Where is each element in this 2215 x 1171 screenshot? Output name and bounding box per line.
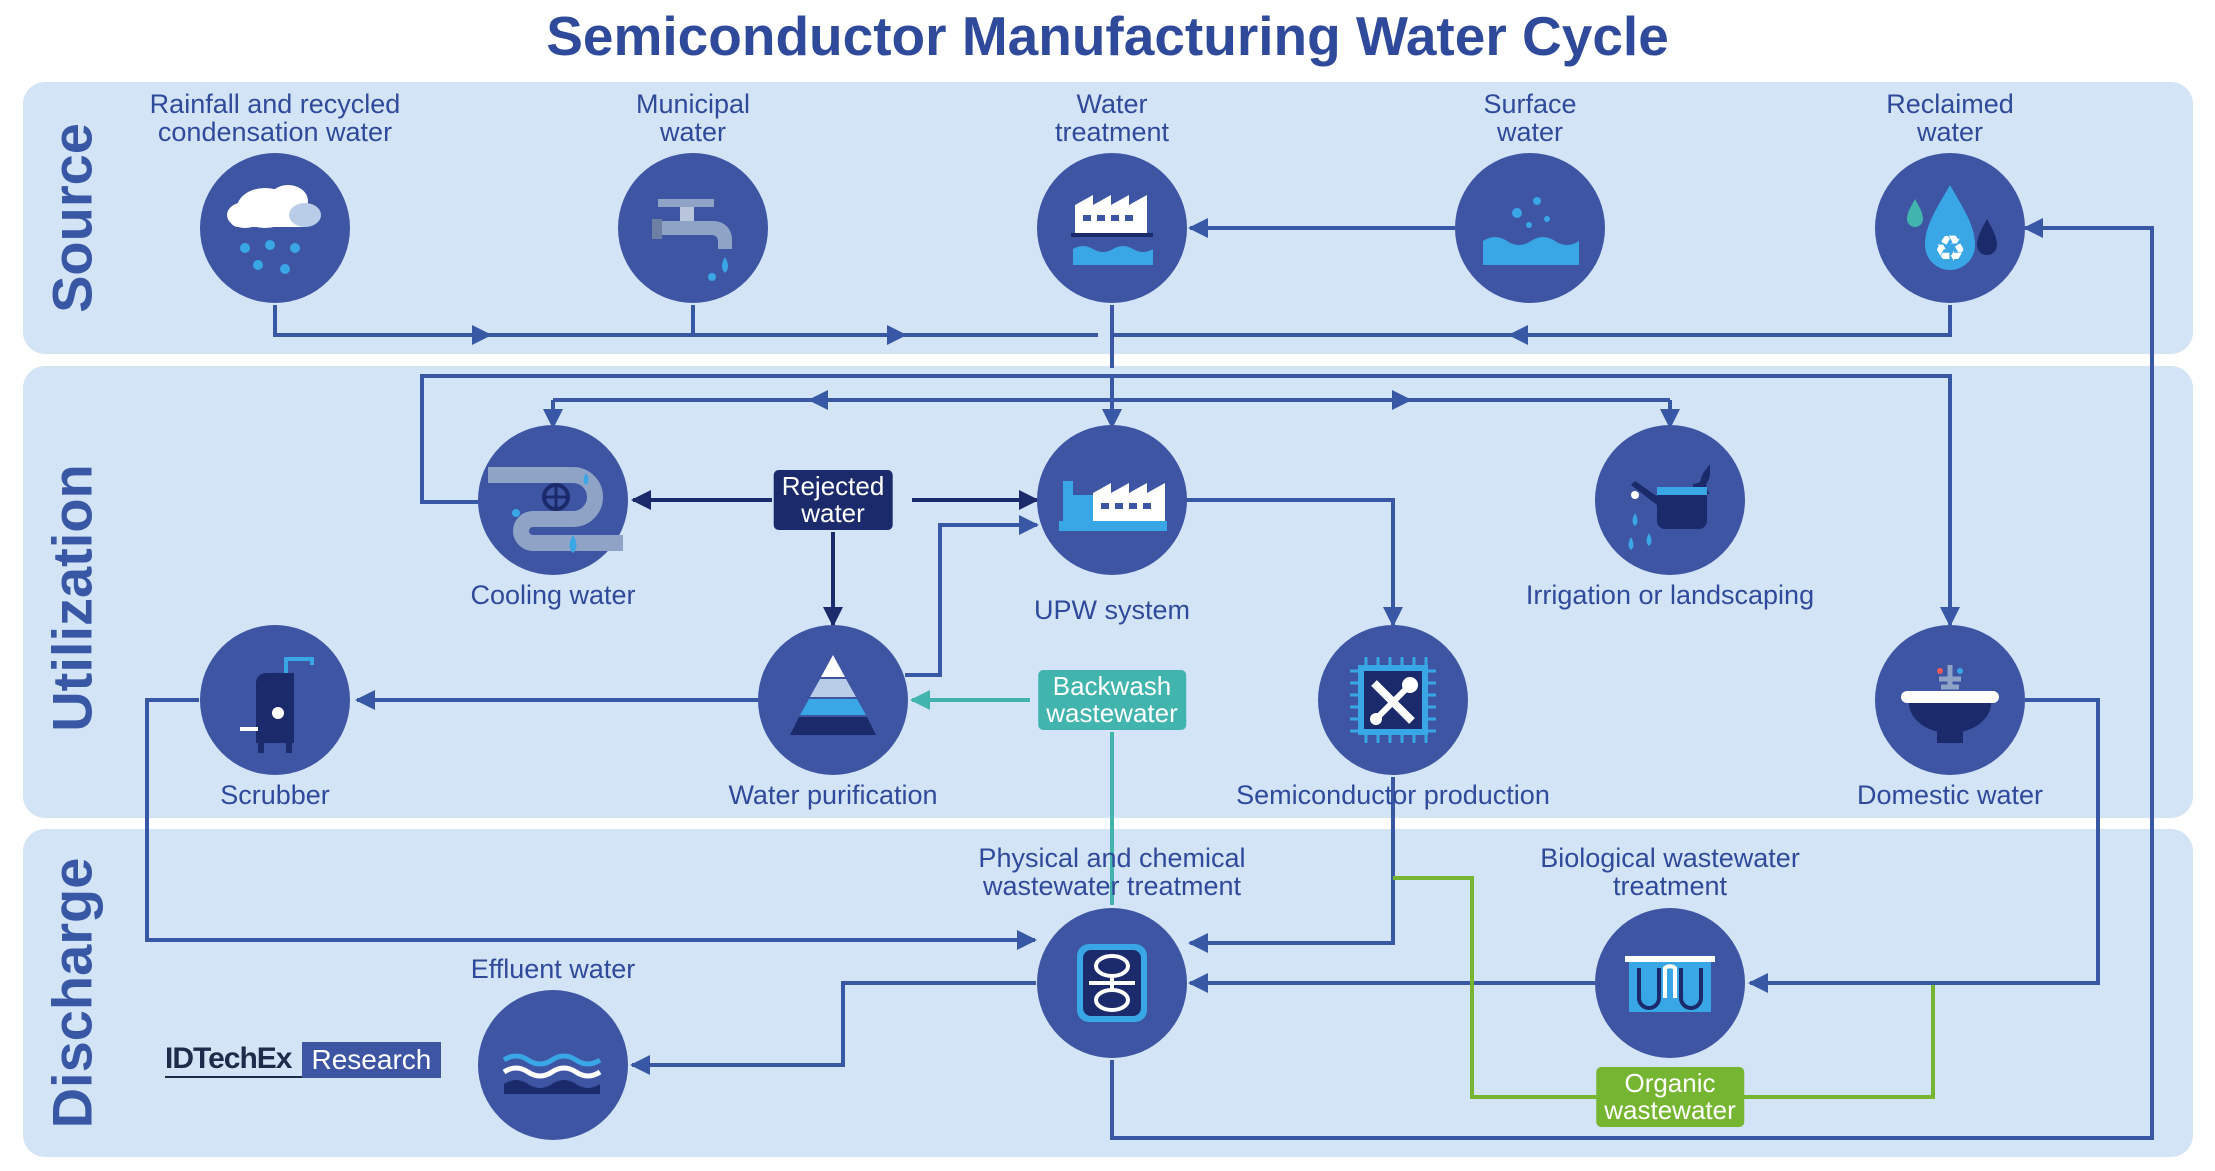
surface-label: Surface water — [1483, 89, 1577, 147]
svg-text:♻: ♻ — [1934, 229, 1966, 270]
waves-icon — [502, 1053, 602, 1094]
physchem-node — [1037, 908, 1187, 1058]
biological-label: Biological wastewater treatment — [1540, 843, 1800, 901]
filter-pyramid-icon — [790, 655, 876, 735]
cooling-node — [478, 425, 628, 575]
rain-down-line — [273, 305, 1098, 337]
chip-tools-icon — [1350, 657, 1436, 743]
cloud-rain-icon — [227, 185, 321, 274]
reclaimed-node: ♻ — [1875, 153, 2025, 303]
recycle-drop-icon: ♻ — [1907, 185, 1997, 270]
factory-icon — [1059, 481, 1167, 531]
organic-tag: Organic wastewater — [1596, 1067, 1744, 1127]
effluent-node — [478, 990, 628, 1140]
irrigation-node — [1595, 425, 1745, 575]
scrubber-label: Scrubber — [220, 780, 330, 810]
left-loop-line — [420, 374, 1112, 504]
reclaimed-collector-line — [1112, 305, 1952, 337]
scrubber-tank-icon — [240, 657, 314, 753]
domestic-to-biological-arrow — [1748, 698, 2100, 993]
rainfall-label: Rainfall and recycled condensation water — [149, 89, 401, 147]
biological-node — [1595, 908, 1745, 1058]
faucet-icon — [652, 199, 732, 281]
bio-tank-icon — [1625, 956, 1715, 1012]
backwash-tag: Backwash wastewater — [1038, 670, 1186, 730]
semiconductor-label: Semiconductor production — [1236, 780, 1550, 810]
municipal-label: Municipal water — [635, 89, 751, 147]
upw-node — [1037, 425, 1187, 575]
reclaimed-label: Reclaimed water — [1886, 89, 2014, 147]
sink-icon — [1901, 665, 1999, 743]
cooling-label: Cooling water — [470, 580, 636, 610]
water-treatment-label: Water treatment — [1054, 89, 1170, 147]
effluent-label: Effluent water — [470, 954, 636, 984]
purification-label: Water purification — [728, 780, 938, 810]
physchem-label: Physical and chemical wastewater treatme… — [978, 843, 1246, 901]
water-treatment-node — [1037, 153, 1187, 303]
pipe-valve-icon — [488, 467, 623, 553]
municipal-node — [618, 153, 768, 303]
factory-water-icon — [1071, 195, 1153, 265]
physchem-to-effluent-arrow — [630, 981, 1036, 1075]
scrubber-to-physchem-arrow — [145, 698, 1037, 950]
idtechex-logo: IDTechEx Research — [165, 1040, 442, 1080]
semiconductor-to-physchem-arrow — [1188, 777, 1395, 953]
rejected-water-tag: Rejected water — [773, 470, 893, 530]
domestic-label: Domestic water — [1856, 780, 2044, 810]
rainfall-node — [200, 153, 350, 303]
domestic-node — [1875, 625, 2025, 775]
irrigation-label: Irrigation or landscaping — [1525, 580, 1815, 610]
organic-loop-line — [1393, 876, 1935, 1099]
scrubber-node — [200, 625, 350, 775]
surface-water-icon — [1483, 197, 1579, 265]
purification-node — [758, 625, 908, 775]
top-loop-line — [1112, 374, 1960, 627]
logo-name: IDTechEx — [165, 1042, 302, 1078]
physchem-to-reclaimed-arrow — [1110, 218, 2154, 1140]
page-title: Semiconductor Manufacturing Water Cycle — [546, 5, 1669, 67]
logo-division: Research — [301, 1042, 442, 1078]
upw-to-semiconductor-arrow — [1187, 498, 1403, 627]
purification-to-upw-arrow — [905, 515, 1039, 677]
treatment-tank-icon — [1077, 944, 1147, 1022]
upw-label: UPW system — [1033, 595, 1191, 625]
watering-can-icon — [1628, 464, 1711, 550]
surface-node — [1455, 153, 1605, 303]
semiconductor-node — [1318, 625, 1468, 775]
